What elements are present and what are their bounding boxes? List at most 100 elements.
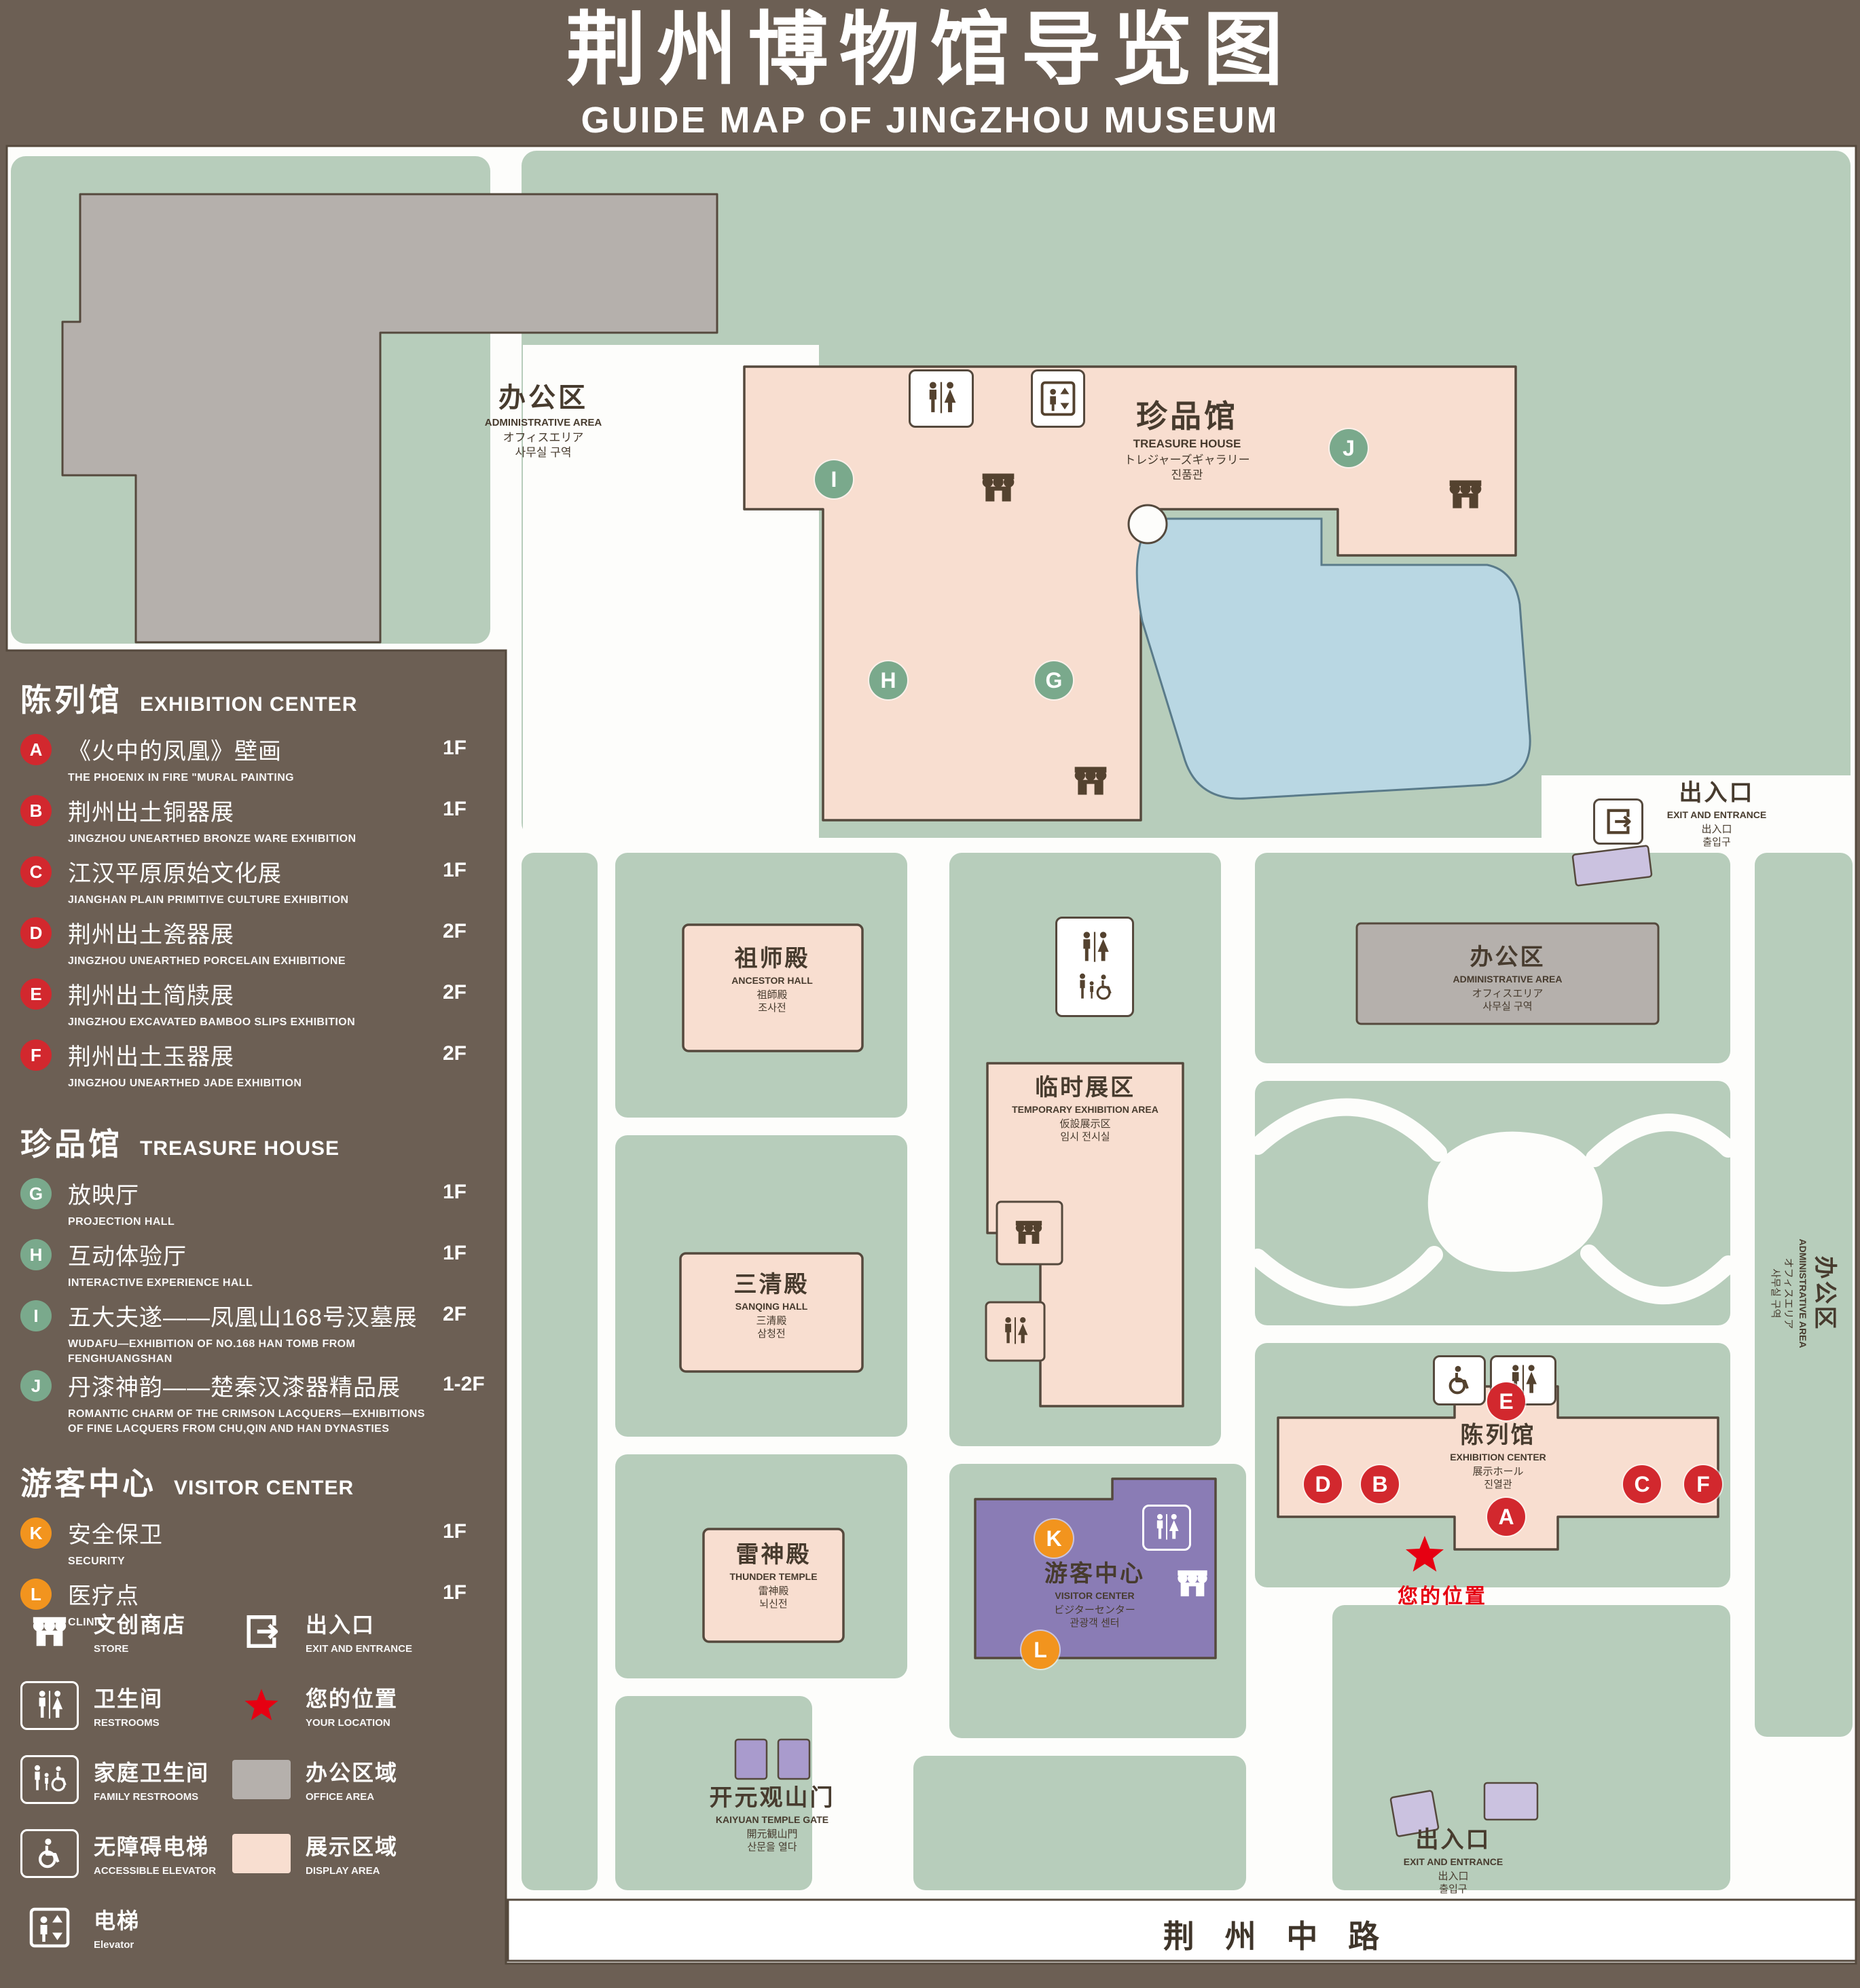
legend-item-zh: 安全保卫 <box>68 1522 163 1549</box>
legend-item-floor: 2F <box>443 1042 467 1065</box>
legend-item-en: JINGZHOU UNEARTHED JADE EXHIBITION <box>68 1078 302 1089</box>
thunder-temple-building <box>702 1528 845 1643</box>
legend-item-floor: 1F <box>443 737 467 759</box>
treasure-elevator-box <box>1031 369 1085 428</box>
store-icon <box>1175 1566 1210 1601</box>
right-exit-icon-box <box>1593 798 1643 845</box>
right-exit-pad <box>1571 845 1653 887</box>
legend-item-zh: 《火中的凤凰》壁画 <box>68 739 282 765</box>
title-english: GUIDE MAP OF JINGZHOU MUSEUM <box>581 100 1279 141</box>
store-icon <box>1446 475 1484 513</box>
legend-marker-f: F <box>20 1039 52 1071</box>
legend-item-en: THE PHOENIX IN FIRE "MURAL PAINTING <box>68 772 295 784</box>
legend-item-en: ROMANTIC CHARM OF THE CRIMSON LACQUERS—E… <box>68 1408 425 1435</box>
legend-marker-j: J <box>20 1370 52 1402</box>
exit-icon <box>1603 806 1634 837</box>
map-marker-c: C <box>1623 1465 1661 1503</box>
label-admin-right: 办公区 ADMINISTRATIVE AREA オフィスエリア 사무실 구역 <box>1453 944 1563 1012</box>
display-area-swatch <box>232 1830 291 1877</box>
legend-item-en: WUDAFU—EXHIBITION OF NO.168 HAN TOMB FRO… <box>68 1338 356 1365</box>
accessible-elevator-icon <box>1443 1364 1476 1397</box>
legend-item-floor: 1F <box>443 1581 467 1604</box>
legend-marker-k: K <box>20 1517 52 1549</box>
legend-marker-d: D <box>20 917 52 949</box>
legend-marker-c: C <box>20 856 52 887</box>
gate-pillar-left <box>734 1738 768 1780</box>
exhibition-restroom-box <box>1490 1355 1556 1405</box>
legend-marker-b: B <box>20 795 52 826</box>
park-path-2 <box>1586 1113 1737 1167</box>
park-path-3 <box>1249 1246 1443 1306</box>
legend-item-floor: 2F <box>443 920 467 942</box>
map-marker-l: L <box>1021 1631 1059 1669</box>
legend-item-floor: 1F <box>443 1242 467 1264</box>
legend-item-floor: 2F <box>443 981 467 1004</box>
landscape-far-right-strip <box>1755 853 1853 1737</box>
elevator-icon <box>20 1904 79 1951</box>
treasure-restroom-box <box>909 369 974 428</box>
bottom-exit-pad-left <box>1389 1790 1440 1837</box>
temporary-exhibition-building <box>986 1062 1184 1407</box>
legend-marker-l: L <box>20 1579 52 1610</box>
exit-icon <box>232 1608 291 1655</box>
restroom-icon <box>922 380 960 418</box>
restroom-icon <box>999 1315 1032 1348</box>
legend-section-exhibition-center: 陈列馆 EXHIBITION CENTER <box>20 682 358 718</box>
legend-item-zh: 荆州出土铜器展 <box>68 800 234 826</box>
legend-item-floor: 1F <box>443 798 467 820</box>
legend-item-c: C 江汉平原原始文化展 JIANGHAN PLAIN PRIMITIVE CULT… <box>20 855 496 913</box>
map-marker-a: A <box>1487 1498 1525 1536</box>
sanqing-hall-building <box>679 1252 864 1373</box>
legend-marker-e: E <box>20 978 52 1010</box>
restroom-icon <box>20 1680 79 1730</box>
legend-item-floor: 2F <box>443 1303 467 1325</box>
legend-item-floor: 1F <box>443 859 467 881</box>
office-area-swatch <box>232 1756 291 1803</box>
map-marker-i: I <box>815 460 853 498</box>
store-icon <box>1072 762 1110 800</box>
legend-item-en: CLINIC <box>68 1617 106 1629</box>
visitor-center-building <box>974 1477 1217 1659</box>
legend-item-floor: 1F <box>443 1520 467 1543</box>
location-star-icon <box>232 1682 291 1729</box>
visitor-restroom-box <box>1142 1505 1191 1551</box>
legend-item-zh: 五大夫遂——凤凰山168号汉墓展 <box>68 1305 418 1331</box>
park-path-4 <box>1580 1245 1737 1305</box>
accessible-elevator-icon <box>20 1828 79 1878</box>
gate-pillar-right <box>777 1738 811 1780</box>
legend-item-en: JINGZHOU UNEARTHED PORCELAIN EXHIBITIONE <box>68 955 346 967</box>
exhibition-accessible-elevator-box <box>1433 1355 1486 1405</box>
map-marker-d: D <box>1304 1465 1342 1503</box>
label-temporary-exhibition: 临时展区 TEMPORARY EXHIBITION AREA 仮設展示区 임시 … <box>1012 1075 1159 1143</box>
legend-marker-g: G <box>20 1178 52 1209</box>
label-admin-far-right: 办公区 ADMINISTRATIVE AREA オフィスエリア 사무실 구역 <box>1770 1238 1838 1348</box>
legend-marker-h: H <box>20 1239 52 1270</box>
legend-item-floor: 1-2F <box>443 1373 485 1396</box>
label-admin-top-left: 办公区 ADMINISTRATIVE AREA オフィスエリア 사무실 구역 <box>484 383 602 459</box>
park-path-1 <box>1249 1098 1447 1162</box>
family-restroom-icon <box>1073 972 1116 1004</box>
ancestor-hall-building <box>682 923 864 1052</box>
restroom-icon <box>1074 929 1115 966</box>
legend-item-zh: 江汉平原原始文化展 <box>68 861 282 887</box>
map-marker-h: H <box>869 661 907 699</box>
legend-item-floor: 1F <box>443 1181 467 1203</box>
legend-section-visitor-center: 游客中心 VISITOR CENTER <box>20 1466 354 1502</box>
store-icon <box>979 468 1017 507</box>
legend-item-zh: 荆州出土简牍展 <box>68 983 234 1009</box>
store-icon <box>20 1608 79 1655</box>
admin-building-top-left <box>61 193 718 644</box>
legend-item-en: JIANGHAN PLAIN PRIMITIVE CULTURE EXHIBIT… <box>68 894 349 906</box>
